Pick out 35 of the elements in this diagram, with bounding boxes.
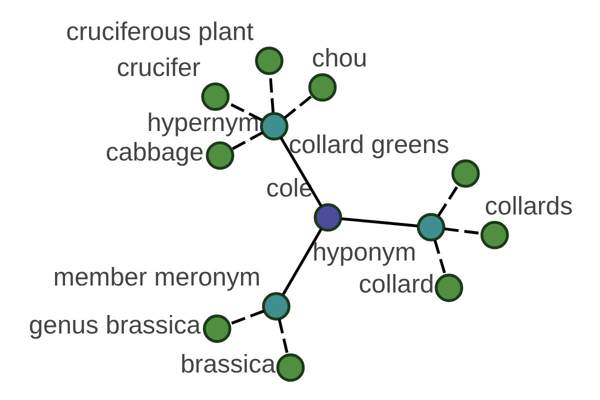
node-circle xyxy=(480,220,508,250)
node-circle xyxy=(260,112,288,140)
connector xyxy=(279,136,322,208)
connector xyxy=(277,319,288,355)
node-circle xyxy=(276,353,304,382)
connector xyxy=(283,95,312,120)
node-circle xyxy=(313,203,342,232)
connector xyxy=(436,184,459,217)
connector xyxy=(340,217,417,228)
node-label: member meronym xyxy=(52,264,260,292)
connector xyxy=(230,131,263,151)
node-label: chou xyxy=(311,44,367,73)
node-circle xyxy=(262,292,290,321)
node-label: hyponym xyxy=(312,238,416,266)
node-label: cruciferous plant xyxy=(66,18,254,46)
node-circle xyxy=(308,73,336,102)
node-circle xyxy=(200,82,230,111)
connector xyxy=(281,228,322,296)
node-circle xyxy=(434,274,463,302)
node-label: brassica xyxy=(180,350,276,378)
connector xyxy=(228,310,264,326)
connector xyxy=(444,227,481,235)
node-label: hypernym xyxy=(146,109,259,138)
node-label: crucifer xyxy=(116,54,200,82)
node-label: collard xyxy=(358,270,434,299)
node-circle xyxy=(202,314,231,343)
node-label: collard greens xyxy=(288,130,449,159)
node-circle xyxy=(254,46,283,76)
node-label: cabbage xyxy=(105,138,204,166)
node-circle xyxy=(416,212,445,242)
node-circle xyxy=(205,141,234,170)
node-label: collards xyxy=(484,192,572,220)
connector xyxy=(433,240,446,276)
node-label: genus brassica xyxy=(28,312,200,340)
node-circle xyxy=(450,159,480,188)
